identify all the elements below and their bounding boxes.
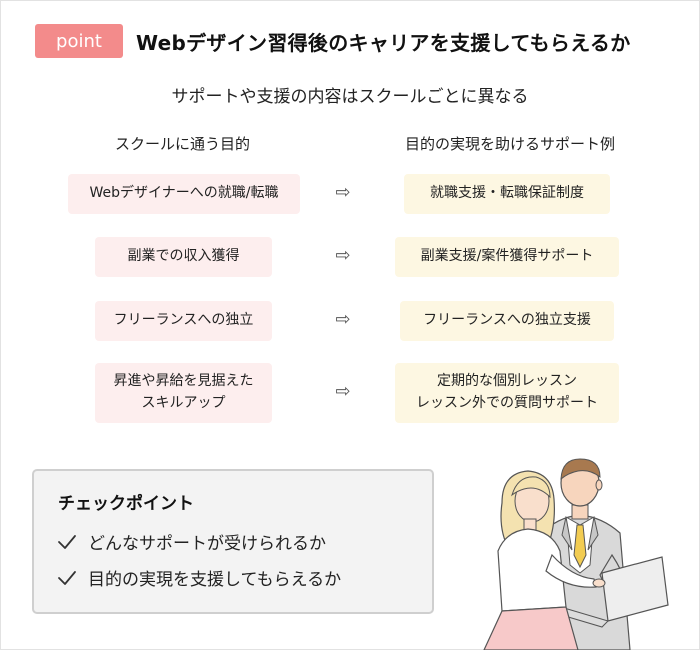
purpose-cell: 昇進や昇給を見据えた スキルアップ <box>95 363 272 423</box>
checkpoint-item: 目的の実現を支援してもらえるか <box>56 565 341 590</box>
purpose-cell: フリーランスへの独立 <box>95 301 272 341</box>
purpose-line: スキルアップ <box>141 395 226 411</box>
checkpoint-item: どんなサポートが受けられるか <box>56 529 326 554</box>
purpose-cell: Webデザイナーへの就職/転職 <box>68 174 300 214</box>
header: point Webデザイン習得後のキャリアを支援してもらえるか <box>35 23 631 59</box>
table-row: 昇進や昇給を見据えた スキルアップ ⇨ 定期的な個別レッスン レッスン外での質問… <box>0 363 700 423</box>
check-icon <box>58 570 76 585</box>
column-header-support: 目的の実現を助けるサポート例 <box>404 135 615 153</box>
point-badge: point <box>35 24 123 58</box>
checkpoint-box: チェックポイント どんなサポートが受けられるか 目的の実現を支援してもらえるか <box>32 469 434 614</box>
support-cell: 定期的な個別レッスン レッスン外での質問サポート <box>395 363 619 423</box>
arrow-icon: ⇨ <box>335 182 351 203</box>
purpose-cell: 副業での収入獲得 <box>95 237 272 277</box>
support-line: レッスン外での質問サポート <box>416 395 598 411</box>
column-header-purpose: スクールに通う目的 <box>114 135 250 153</box>
checkpoint-item-label: 目的の実現を支援してもらえるか <box>88 570 342 590</box>
support-cell: フリーランスへの独立支援 <box>400 301 614 341</box>
people-with-laptop-illustration <box>483 458 669 650</box>
table-row: 副業での収入獲得 ⇨ 副業支援/案件獲得サポート <box>0 233 700 293</box>
arrow-icon: ⇨ <box>335 381 351 402</box>
subtitle: サポートや支援の内容はスクールごとに異なる <box>171 87 529 107</box>
support-cell: 副業支援/案件獲得サポート <box>395 237 619 277</box>
woman-figure <box>483 470 606 650</box>
support-line: 定期的な個別レッスン <box>437 373 577 390</box>
support-cell: 就職支援・転職保証制度 <box>404 174 610 214</box>
arrow-icon: ⇨ <box>335 309 351 330</box>
checkpoint-title: チェックポイント <box>58 494 194 514</box>
table-row: フリーランスへの独立 ⇨ フリーランスへの独立支援 <box>0 297 700 357</box>
arrow-icon: ⇨ <box>335 245 351 266</box>
check-icon <box>58 534 76 549</box>
page-title: Webデザイン習得後のキャリアを支援してもらえるか <box>136 30 631 55</box>
purpose-line: 昇進や昇給を見据えた <box>113 373 254 390</box>
table-row: Webデザイナーへの就職/転職 ⇨ 就職支援・転職保証制度 <box>0 170 700 230</box>
checkpoint-item-label: どんなサポートが受けられるか <box>88 534 326 554</box>
